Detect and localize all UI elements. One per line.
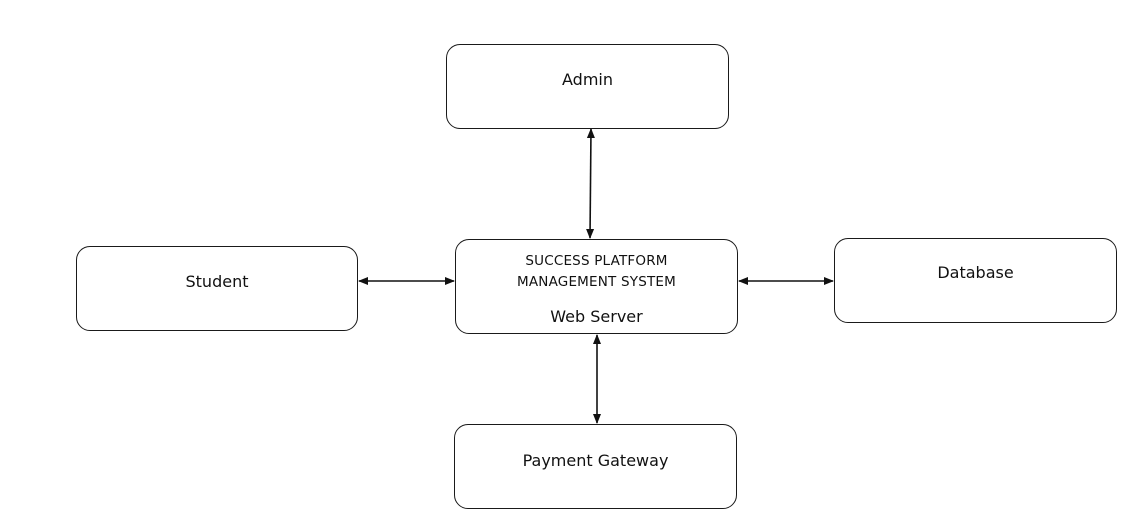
payment-gateway-label: Payment Gateway (522, 451, 669, 470)
system-title-line1: SUCCESS PLATFORM (525, 253, 668, 269)
payment-gateway-node: Payment Gateway (454, 424, 737, 509)
student-label: Student (185, 272, 249, 291)
admin-webserver-connector (586, 128, 595, 239)
web-server-label: Web Server (550, 307, 643, 326)
web-server-node: SUCCESS PLATFORM MANAGEMENT SYSTEM Web S… (455, 239, 738, 334)
admin-node: Admin (446, 44, 729, 129)
database-node: Database (834, 238, 1117, 323)
database-label: Database (937, 263, 1014, 282)
student-node: Student (76, 246, 358, 331)
system-title-line2: MANAGEMENT SYSTEM (517, 274, 676, 290)
admin-label: Admin (562, 70, 613, 89)
